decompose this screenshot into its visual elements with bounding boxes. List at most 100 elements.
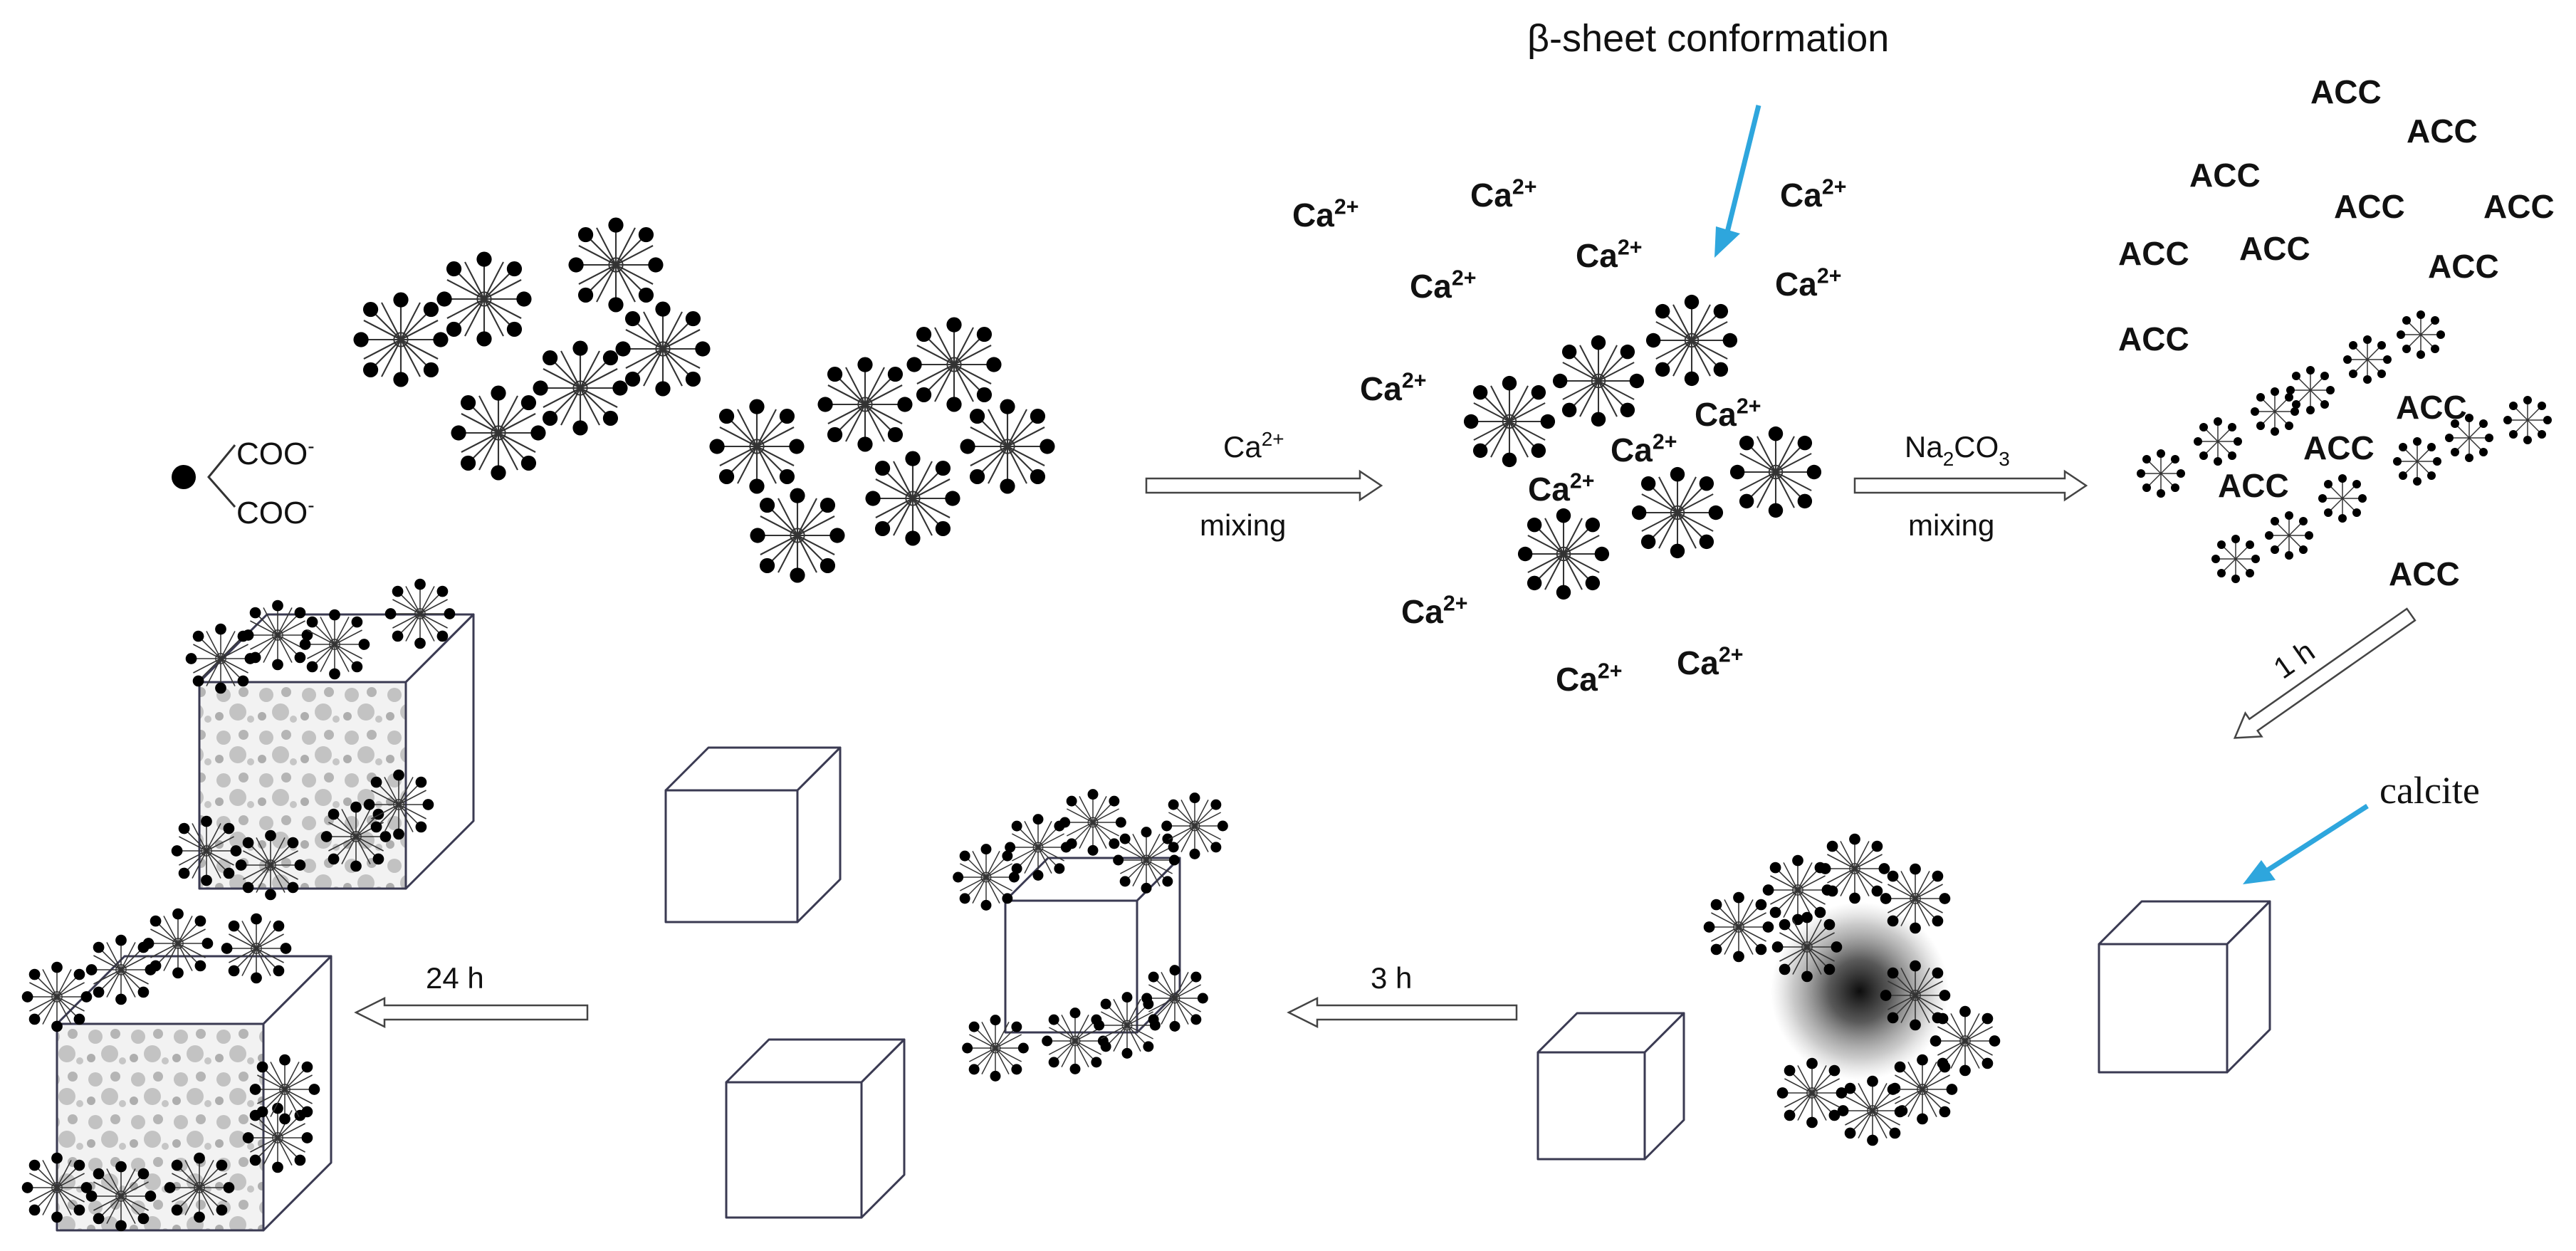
- acc-label: ACC: [2303, 429, 2375, 466]
- step5-time-label: 24 h: [426, 961, 484, 995]
- beta-sheet-annotation: β-sheet conformation: [1527, 17, 1889, 258]
- peptide-star-icon: [817, 356, 913, 453]
- peptide-network-right: [708, 316, 1056, 584]
- acc-label: ACC: [2189, 157, 2261, 194]
- acc-label: ACC: [2483, 188, 2555, 225]
- peptide-star-icon: [1818, 832, 1891, 905]
- hollow-arrow-icon: [2233, 607, 2417, 739]
- peptide-star-icon: [1141, 964, 1209, 1032]
- calcium-ion-label: Ca2+: [1410, 267, 1476, 305]
- peptide-star-icon: [749, 487, 846, 584]
- calcium-ion-label: Ca2+: [1695, 395, 1761, 433]
- calcium-ion-label: Ca2+: [1780, 176, 1846, 214]
- acc-label: ACC: [2334, 188, 2405, 225]
- step2-reagent-label: Na2CO3: [1905, 430, 2010, 470]
- calcite-cube-icon: [1004, 857, 1181, 1034]
- peptide-star-icon: [1879, 862, 1952, 935]
- peptide-star-icon: [1041, 1007, 1109, 1075]
- peptide-star-icon: [1645, 293, 1739, 387]
- hollow-arrow-icon: [354, 996, 589, 1029]
- peptide-star-icon: [1776, 1057, 1848, 1129]
- peptide-star-icon: [906, 316, 1002, 413]
- mini-peptide-icon: [2193, 417, 2243, 466]
- acc-label: ACC: [2239, 230, 2310, 267]
- peptide-network-left: [352, 216, 711, 481]
- peptide-star-icon: [234, 829, 307, 901]
- acc-label: ACC: [2118, 235, 2189, 272]
- peptide-star-icon: [1702, 891, 1775, 963]
- calcite-cube-icon: [2098, 900, 2271, 1074]
- peptide-star-icon: [952, 843, 1020, 911]
- peptide-star-icon: [298, 608, 371, 681]
- beta-sheet-label: β-sheet conformation: [1527, 17, 1889, 60]
- peptide-star-icon: [362, 768, 435, 841]
- peptide-star-icon: [1112, 826, 1180, 894]
- peptide-star-icon: [85, 1160, 157, 1232]
- peptide-star-icon: [959, 398, 1056, 495]
- peptide-star-icon: [567, 216, 664, 313]
- bracket-icon: [207, 444, 236, 508]
- peptide-star-icon: [1886, 1053, 1959, 1126]
- peptide-star-icon: [1551, 334, 1645, 428]
- pointer-arrowhead-icon: [1714, 226, 1740, 258]
- acc-label: ACC: [2389, 555, 2460, 592]
- mini-peptide-icon: [2264, 511, 2314, 560]
- pointer-line: [2264, 804, 2369, 874]
- step-arrow-na2co3-mixing: Na2CO3 mixing: [1853, 430, 2088, 542]
- peptide-star-icon: [1630, 466, 1724, 560]
- peptide-star-icon: [320, 800, 392, 873]
- hollow-arrow-icon: [1145, 469, 1383, 502]
- step2-mixing-label: mixing: [1908, 508, 1994, 542]
- mini-peptide-icon: [2342, 335, 2392, 384]
- calcium-ion-label: Ca2+: [1360, 370, 1426, 407]
- legend-coo-bottom: COO-: [236, 494, 315, 530]
- mini-peptide-icon: [2396, 310, 2446, 360]
- calcium-ion-label: Ca2+: [1401, 592, 1467, 630]
- calcium-ion-label: Ca2+: [1611, 431, 1677, 469]
- peptide-star-icon: [142, 907, 214, 980]
- step1-ion-label: Ca2+: [1223, 428, 1284, 464]
- acc-label: ACC: [2218, 467, 2289, 504]
- peptide-star-icon: [436, 251, 533, 347]
- peptide-star-icon: [532, 340, 629, 436]
- peptide-star-icon: [1462, 375, 1556, 469]
- calcium-ion-label: Ca2+: [1576, 236, 1642, 274]
- peptide-star-icon: [21, 961, 93, 1033]
- calcium-ion-label: Ca2+: [1677, 644, 1743, 681]
- peptide-star-icon: [220, 912, 293, 985]
- particle-dot-icon: [172, 465, 196, 489]
- acc-label: ACC: [2428, 248, 2499, 285]
- calcium-ion-label: Ca2+: [1556, 660, 1622, 698]
- step-arrow-1h: 1 h: [2233, 607, 2417, 739]
- pointer-arrowhead-icon: [2243, 860, 2276, 884]
- acc-label: ACC: [2310, 73, 2382, 110]
- calcite-cubes-stage4: [1536, 900, 2271, 1161]
- peptide-star-icon: [450, 384, 547, 481]
- hollow-arrow-icon: [1287, 996, 1518, 1029]
- step4-time-label: 3 h: [1371, 961, 1412, 995]
- hollow-arrow-icon: [1853, 469, 2088, 502]
- peptide-star-icon: [708, 398, 805, 495]
- peptide-star-icon: [384, 577, 456, 650]
- calcium-ion-label: Ca2+: [1528, 470, 1594, 508]
- step1-mixing-label: mixing: [1200, 508, 1286, 542]
- calcium-ion-label: Ca2+: [1470, 176, 1536, 214]
- acc-label: ACC: [2407, 112, 2478, 150]
- calcite-label: calcite: [2379, 769, 2480, 812]
- calcium-ion-label: Ca2+: [1292, 196, 1358, 234]
- peptide-star-icon: [21, 1151, 93, 1224]
- mini-peptide-icon: [2286, 365, 2335, 415]
- calcite-cube-icon: [725, 1038, 906, 1219]
- calcite-cube-icon: [1536, 1012, 1685, 1161]
- calcite-cube-icon: [664, 746, 842, 923]
- peptide-star-icon: [864, 450, 961, 547]
- carboxyl-legend: COO- COO-: [172, 435, 315, 530]
- legend-coo-top: COO-: [236, 435, 315, 471]
- peptide-star-icon: [1729, 425, 1823, 519]
- peptide-star-icon: [241, 599, 314, 671]
- peptide-star-icon: [961, 1014, 1030, 1082]
- peptide-star-icon: [1161, 792, 1229, 860]
